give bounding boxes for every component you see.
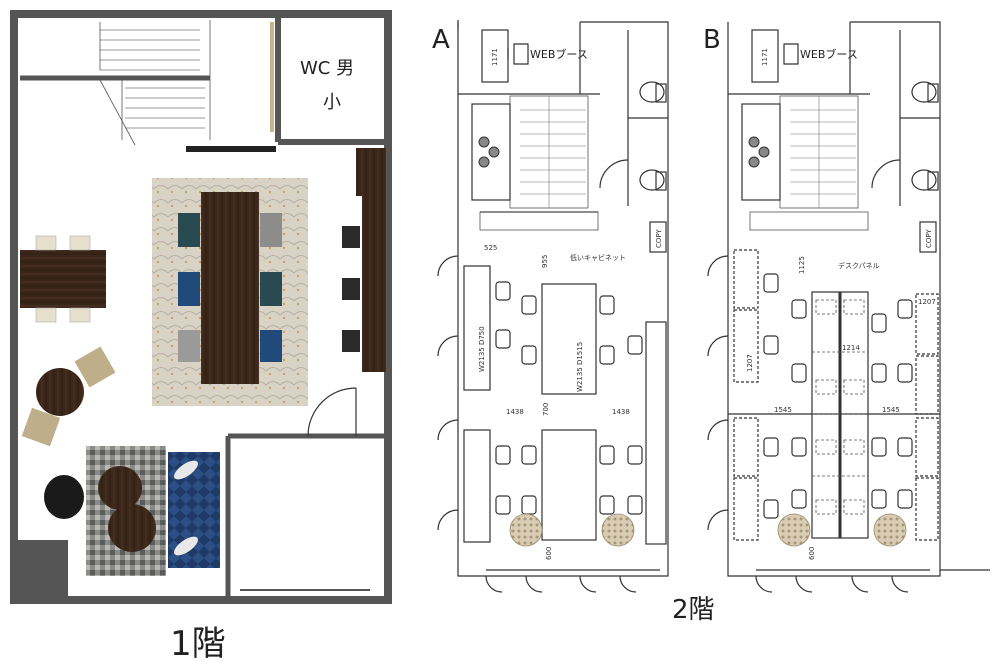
- floor1-long-table: [201, 192, 259, 384]
- plan-a-copy: [649, 221, 667, 253]
- plan-b-dim-1545-right: 1545: [882, 406, 900, 414]
- plan-a-stools: [478, 136, 500, 168]
- floor1-side-table: [20, 250, 106, 308]
- plan-a-plant: [509, 513, 543, 547]
- floor1-long-table-chairs: [178, 213, 282, 362]
- plan-b-panel-label: デスクパネル: [838, 261, 880, 270]
- plan-a-copy-label: COPY: [655, 229, 663, 248]
- plan-b-plant: [873, 513, 907, 547]
- floor1-round-table: [36, 368, 84, 416]
- floor1-wc-label: WC 男: [300, 58, 354, 79]
- plan-b-doors-left: [707, 255, 729, 531]
- plan-b-shelf: [749, 211, 869, 231]
- floor1-counter-long: [362, 196, 386, 372]
- plan-a-toilets: [599, 30, 668, 206]
- plan-b-copy-label: COPY: [925, 229, 933, 248]
- plan-a-dim-600: 600: [545, 547, 553, 560]
- plan-b-desk-dividers: [812, 299, 868, 515]
- plan-b-doors-bottom: [755, 569, 990, 593]
- floor2-caption: 2階: [672, 595, 715, 625]
- plan-b-plant: [777, 513, 811, 547]
- floor1-lounge-chair: [21, 407, 61, 447]
- plan-a-dim-1438-left: 1438: [506, 408, 524, 416]
- plan-b-storage: [741, 103, 781, 201]
- plan-b-web-booth-label: WEBブース: [800, 47, 858, 61]
- floor1-caption: 1階: [170, 624, 226, 664]
- floor1-plan: WC 男 小: [10, 10, 392, 664]
- plan-a-label: A: [432, 25, 450, 55]
- plan-a-plant: [601, 513, 635, 547]
- plan-b-desks: [728, 249, 940, 541]
- floor1-counter: [356, 148, 386, 196]
- plan-a-dim-1171: 1171: [491, 48, 499, 66]
- plan-a-dim-w2135-d750: W2135 D750: [478, 326, 486, 372]
- plan-a-dim-700: 700: [542, 403, 550, 416]
- floor1-wc-room: WC 男 小: [186, 14, 388, 152]
- plan-a-storage: [471, 103, 511, 201]
- floor1-outer-wall: [10, 10, 392, 604]
- plan-a-doors-bottom: [485, 569, 660, 593]
- plan-b-dim-1207-right: 1207: [918, 298, 936, 306]
- floor1-corner-block: [18, 540, 68, 598]
- plan-b-toilets: [871, 30, 940, 206]
- plan-b-outer-wall: [727, 21, 941, 577]
- plan-a-dim-1438-right: 1438: [612, 408, 630, 416]
- floor1-round-table: [108, 504, 156, 552]
- plan-b-chairs: [763, 273, 913, 519]
- plan-b-label: B: [703, 25, 721, 55]
- plan-a-doors-left: [437, 255, 459, 531]
- plan-a-dim-525: 525: [484, 244, 497, 252]
- floor1-stairs: [20, 20, 211, 146]
- floor1-stool: [342, 330, 360, 352]
- floor1-side-table-chairs: [35, 235, 91, 323]
- plan-a: A 1171 WEBブース: [432, 20, 669, 593]
- floor1-stool: [342, 226, 360, 248]
- plan-b-dim-1125: 1125: [798, 256, 806, 274]
- floor1-round-table: [98, 466, 142, 510]
- plan-a-dim-955: 955: [541, 255, 549, 268]
- plan-a-booth-chair: [507, 43, 529, 65]
- plan-a-cabinet-label: 低いキャビネット: [570, 253, 626, 262]
- plan-b-dim-600: 600: [808, 547, 816, 560]
- plan-a-desks: [463, 265, 667, 545]
- plan-b-copy: [919, 221, 937, 253]
- plan-a-shelf: [479, 211, 599, 231]
- floor1-cushion: [174, 536, 198, 556]
- plan-b-dim-1545-left: 1545: [774, 406, 792, 414]
- plan-a-outer-wall: [457, 21, 669, 577]
- plan-b-booth-chair: [783, 43, 799, 65]
- plan-b-stools: [748, 136, 770, 168]
- plan-b-dim-1207-left: 1207: [746, 354, 754, 372]
- plan-b-dim-1214: 1214: [842, 344, 860, 352]
- floor1-lounge-chair: [74, 346, 116, 388]
- floor1-black-pouf: [44, 475, 84, 519]
- plan-b-web-booth: [751, 29, 779, 83]
- plan-a-dim-w2135-d1515: W2135 D1515: [576, 342, 584, 392]
- plan-b-dim-1171: 1171: [761, 48, 769, 66]
- plan-b: B 1171 WEBブース COPY: [703, 21, 990, 593]
- floor1-wc-sublabel: 小: [323, 92, 341, 113]
- floor1-cushion: [174, 460, 198, 480]
- floor1-inner-room: [225, 387, 388, 600]
- plan-a-web-booth-label: WEBブース: [530, 47, 588, 61]
- plan-a-chairs: [495, 281, 643, 515]
- floor1-stool: [342, 278, 360, 300]
